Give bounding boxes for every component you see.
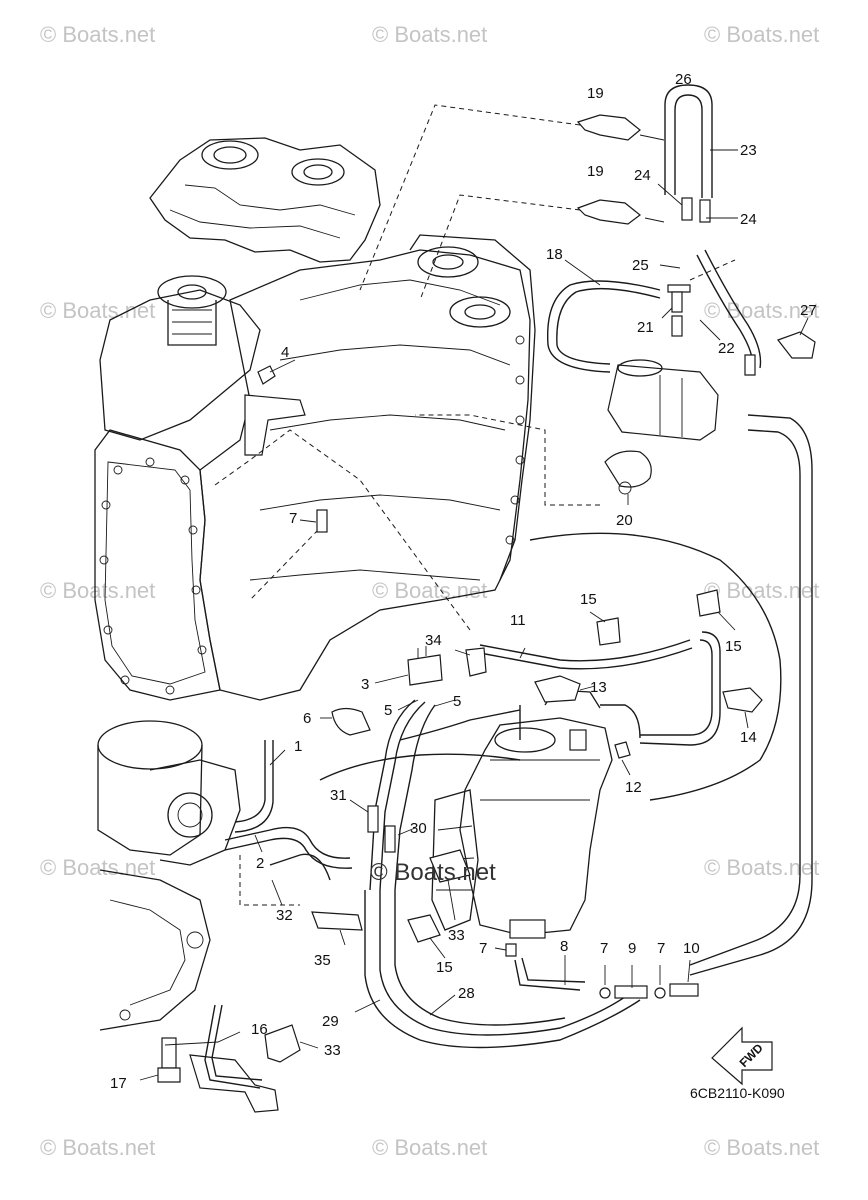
callout-29: 29	[322, 1013, 339, 1030]
callout-19a: 19	[587, 85, 604, 102]
callout-7b: 7	[479, 940, 487, 957]
small-parts	[157, 114, 816, 1086]
callout-10: 10	[683, 940, 700, 957]
watermark-center-text: © Boats.net	[370, 859, 496, 886]
callout-23: 23	[740, 142, 757, 159]
callout-14: 14	[740, 729, 757, 746]
callout-24b: 24	[740, 211, 757, 228]
callout-2: 2	[256, 855, 264, 872]
watermark-text: © Boats.net	[704, 578, 819, 603]
watermark-text: © Boats.net	[40, 578, 155, 603]
callout-32: 32	[276, 907, 293, 924]
watermark-text: © Boats.net	[40, 22, 155, 47]
callout-15c: 15	[436, 959, 453, 976]
diagram-code: 6CB2110-K090	[690, 1085, 785, 1101]
watermark-text: © Boats.net	[704, 22, 819, 47]
watermark-text: © Boats.net	[704, 1135, 819, 1160]
watermark-text: © Boats.net	[704, 855, 819, 880]
hose-routing	[204, 84, 813, 1089]
callout-20: 20	[616, 512, 633, 529]
leader-lines	[139, 134, 809, 1081]
callout-17: 17	[110, 1075, 127, 1092]
watermark-text: © Boats.net	[372, 22, 487, 47]
engine-block	[94, 137, 536, 701]
callout-31: 31	[330, 787, 347, 804]
callout-7a: 7	[289, 510, 297, 527]
head-bolts	[505, 335, 525, 545]
callout-30: 30	[410, 820, 427, 837]
callout-24a: 24	[634, 167, 651, 184]
callout-18: 18	[546, 246, 563, 263]
watermark-text: © Boats.net	[372, 1135, 487, 1160]
callout-11: 11	[510, 612, 526, 629]
callout-16: 16	[251, 1021, 268, 1038]
charcoal-canister	[607, 359, 719, 441]
watermark-text: © Boats.net	[372, 578, 487, 603]
callout-26: 26	[675, 71, 692, 88]
callout-21: 21	[637, 319, 654, 336]
callout-7d: 7	[657, 940, 665, 957]
callout-33a: 33	[448, 927, 465, 944]
callout-13: 13	[590, 679, 607, 696]
callout-labels: 1 2 3 4 5 5 6 7 7 7 7 8 9 10 11 12 13 14…	[110, 71, 817, 1092]
clip-19-lower	[576, 199, 641, 225]
callout-1: 1	[294, 738, 302, 755]
vapor-separator-tank	[431, 689, 613, 939]
callout-34: 34	[425, 632, 442, 649]
callout-28: 28	[458, 985, 475, 1002]
callout-15b: 15	[725, 638, 742, 655]
watermark-text: © Boats.net	[40, 1135, 155, 1160]
callout-15a: 15	[580, 591, 597, 608]
callout-12: 12	[625, 779, 642, 796]
watermark-layer: © Boats.net © Boats.net © Boats.net © Bo…	[40, 22, 819, 1160]
clip-19-upper	[576, 114, 641, 141]
callout-4: 4	[281, 344, 289, 361]
fwd-arrow-icon	[711, 1026, 773, 1086]
callout-8: 8	[560, 938, 568, 955]
gasket-bolt-holes	[99, 457, 207, 695]
watermark-text: © Boats.net	[40, 298, 155, 323]
callout-9: 9	[628, 940, 636, 957]
callout-5a: 5	[384, 702, 392, 719]
callout-22: 22	[718, 340, 735, 357]
callout-25: 25	[632, 257, 649, 274]
callout-27: 27	[800, 302, 817, 319]
callout-19b: 19	[587, 163, 604, 180]
callout-7c: 7	[600, 940, 608, 957]
callout-6: 6	[303, 710, 311, 727]
reference-lines	[214, 104, 736, 906]
callout-5b: 5	[453, 693, 461, 710]
throttle-body-assembly	[97, 720, 301, 1113]
callout-3: 3	[361, 676, 369, 693]
callout-35: 35	[314, 952, 331, 969]
callout-33b: 33	[324, 1042, 341, 1059]
